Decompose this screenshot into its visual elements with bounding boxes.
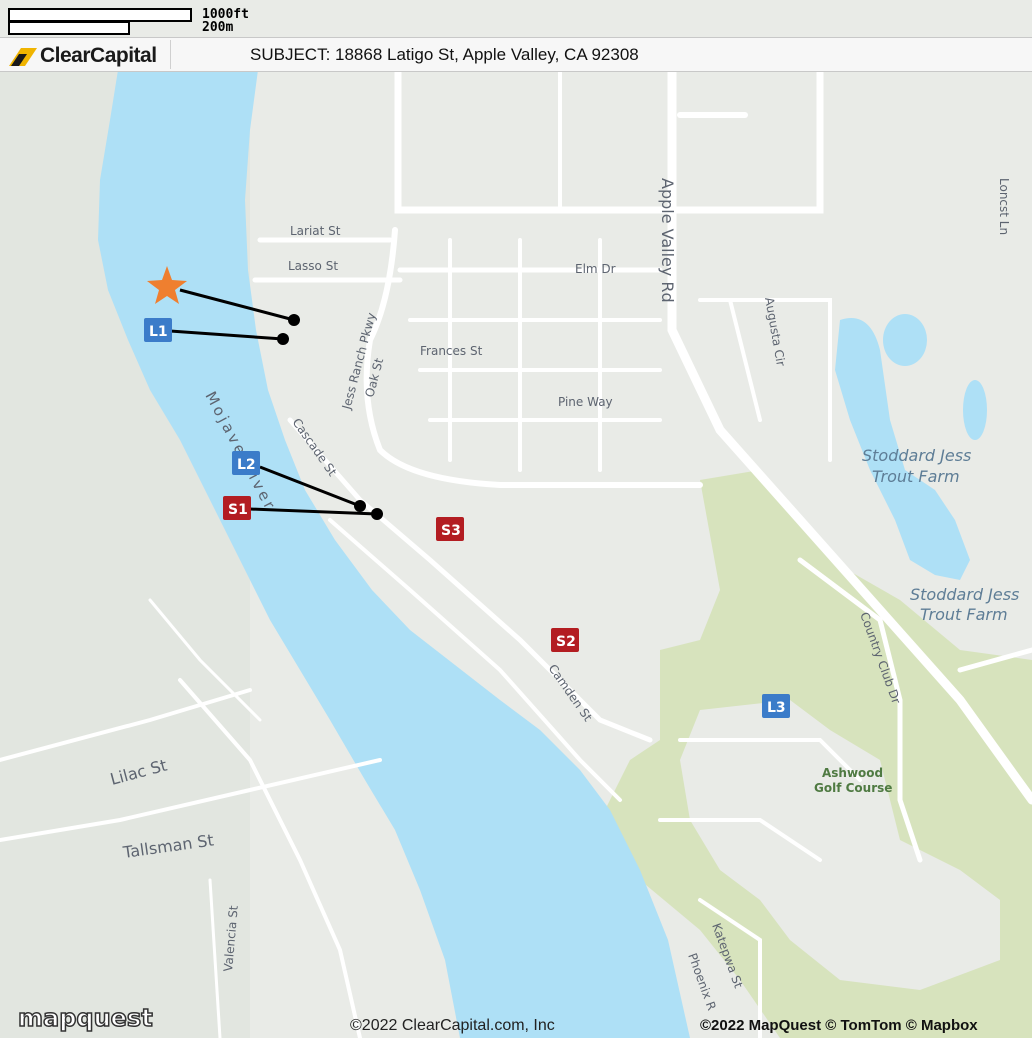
connector-line [259,465,361,508]
header-bar: ClearCapital SUBJECT: 18868 Latigo St, A… [0,37,1032,72]
pond [963,380,987,440]
street-label-lariat: Lariat St [290,224,341,238]
scale-label-feet: 1000ft [202,7,249,22]
street-label-frances: Frances St [420,344,483,358]
marker-s3[interactable]: S3 [436,517,464,541]
marker-label: L2 [237,457,256,473]
marker-label: L3 [767,700,786,716]
svg-text:mapquest: mapquest [18,1004,153,1032]
poi-label-trout-farm: Trout Farm [920,605,1008,624]
poi-label-trout-farm: Stoddard Jess [862,446,971,465]
subject-address: SUBJECT: 18868 Latigo St, Apple Valley, … [250,45,639,64]
scale-bar-feet [8,8,192,22]
connector-line [249,507,378,516]
pond [835,318,970,580]
connector-dot [371,508,383,520]
street-label-lasso: Lasso St [288,259,338,273]
street-label-loncst: Loncst Ln [997,178,1011,235]
poi-label-golf-course: Ashwood [822,766,883,780]
marker-l3[interactable]: L3 [762,694,790,718]
marker-l2[interactable]: L2 [232,451,260,475]
marker-label: S3 [441,523,461,539]
marker-s1[interactable]: S1 [223,496,251,520]
clearcapital-credit: ©2022 ClearCapital.com, Inc [350,1017,555,1034]
map-credit: ©2022 MapQuest © TomTom © Mapbox [700,1017,978,1034]
mapquest-logo: mapquest [17,1004,153,1033]
clearcapital-logo: ClearCapital [6,40,171,69]
connector-dot [288,314,300,326]
marker-label: S2 [556,634,576,650]
scale-label-meters: 200m [202,20,234,35]
poi-label-trout-farm: Trout Farm [872,467,960,486]
scale-bar: 1000ft 200m [8,6,249,36]
connector-line [179,288,295,322]
connector-line [169,329,284,341]
marker-s2[interactable]: S2 [551,628,579,652]
street-label-elm: Elm Dr [575,262,616,276]
scale-bar-meters [8,21,130,35]
marker-label: L1 [149,324,168,340]
marker-label: S1 [228,502,248,518]
street-label-valencia: Valencia St [221,905,241,973]
street-label-pine: Pine Way [558,395,613,409]
star-icon[interactable] [147,266,187,304]
poi-label-trout-farm: Stoddard Jess [910,585,1019,604]
pond [883,314,927,366]
logo-mark-icon [9,48,37,66]
logo-text: ClearCapital [40,44,157,67]
connector-dot [277,333,289,345]
poi-label-golf-course: Golf Course [814,781,892,795]
connector-dot [354,500,366,512]
marker-l1[interactable]: L1 [144,318,172,342]
river [98,70,690,1038]
street-label-apple-valley: Apple Valley Rd [658,178,677,303]
